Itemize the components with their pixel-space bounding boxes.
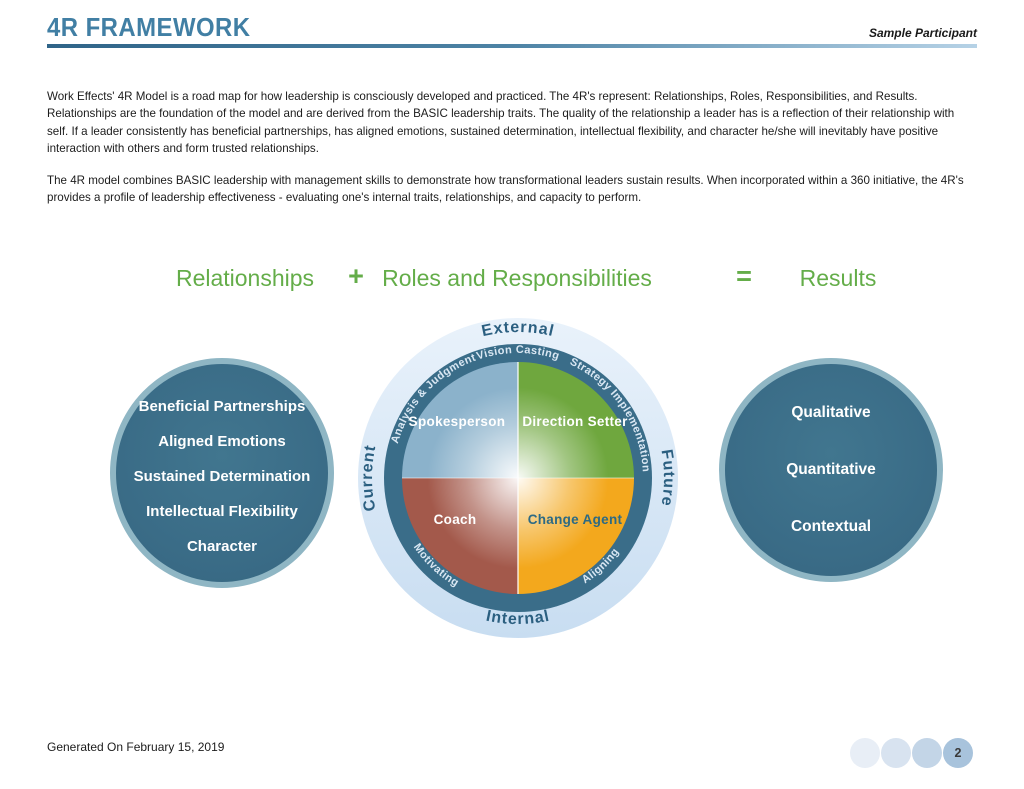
relationships-circle: Beneficial Partnerships Aligned Emotions… <box>110 358 334 588</box>
intro-paragraph-1: Work Effects' 4R Model is a road map for… <box>47 90 955 156</box>
equals-sign: = <box>736 261 752 291</box>
generated-date: Generated On February 15, 2019 <box>47 740 225 754</box>
roles-wheel-diagram: External Internal Current Future Vision … <box>358 318 678 638</box>
wheel-label-external: External <box>480 319 556 340</box>
page-indicator-dot <box>881 738 911 768</box>
wheel-label-internal: Internal <box>485 608 552 628</box>
page-indicator-dot <box>912 738 942 768</box>
relationships-item: Intellectual Flexibility <box>146 502 298 520</box>
relationships-item: Character <box>186 537 258 555</box>
heading-relationships: Relationships <box>175 265 315 291</box>
plus-sign: + <box>348 261 364 291</box>
page-indicator-current: 2 <box>943 738 973 768</box>
intro-paragraph-2: The 4R model combines BASIC leadership w… <box>47 174 964 205</box>
relationships-item: Beneficial Partnerships <box>138 397 306 415</box>
wheel-label-current: Current <box>359 443 380 512</box>
results-item: Qualitative <box>791 404 871 421</box>
relationships-item: Aligned Emotions <box>158 432 286 450</box>
heading-results: Results <box>799 265 877 291</box>
role-label-change-agent: Change Agent <box>528 512 623 527</box>
ring-label-vision-casting: Vision Casting <box>475 344 561 363</box>
results-item: Contextual <box>790 518 872 535</box>
header-divider <box>47 44 977 48</box>
role-label-coach: Coach <box>434 512 477 527</box>
results-circle: Qualitative Quantitative Contextual <box>719 358 943 582</box>
participant-name: Sample Participant <box>868 26 977 40</box>
results-item: Quantitative <box>786 461 876 478</box>
relationships-item: Sustained Determination <box>133 467 311 485</box>
page-title: 4R FRAMEWORK <box>47 12 251 42</box>
heading-roles-responsibilities: Roles and Responsibilities <box>382 265 652 291</box>
role-label-spokesperson: Spokesperson <box>409 414 506 429</box>
role-label-direction-setter: Direction Setter <box>522 414 628 429</box>
page-indicator-dot <box>850 738 880 768</box>
